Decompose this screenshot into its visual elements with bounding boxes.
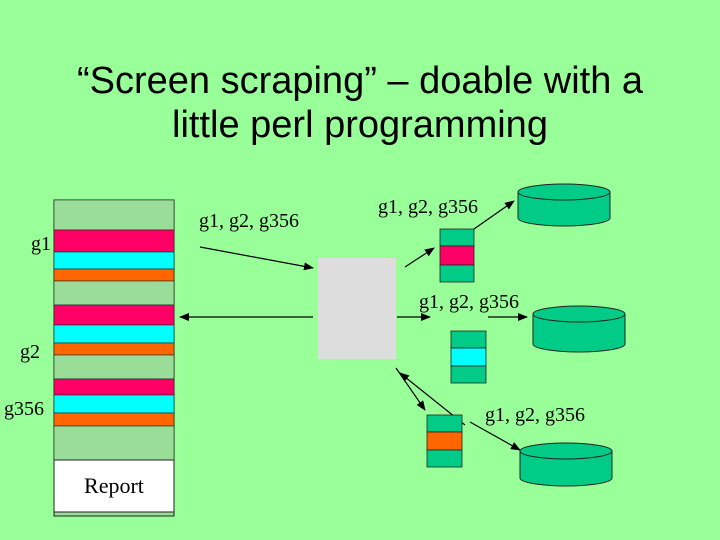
stack-row-plain — [53, 199, 175, 231]
stack-row-plain — [53, 425, 175, 461]
stack-row-cyan — [53, 324, 175, 344]
stack-row-magenta — [53, 229, 175, 253]
scraper-engine-box — [318, 258, 396, 359]
server2-stack — [450, 330, 487, 384]
stack-row-cyan — [53, 394, 175, 414]
g356-label: g356 — [4, 398, 44, 420]
stack-row-magenta — [53, 378, 175, 396]
arrow-to-server1 — [404, 247, 435, 268]
arrow-to-db1 — [473, 200, 515, 230]
slide-title-line-1: “Screen scraping” – doable with a — [76, 60, 644, 102]
request-arrow — [199, 246, 314, 271]
database-cylinder-3 — [519, 442, 613, 487]
arrow-to-db3 — [469, 421, 521, 451]
slide-title-line-2: little perl programming — [172, 104, 548, 146]
g2-label: g2 — [20, 341, 40, 363]
request-label: g1, g2, g356 — [199, 210, 299, 232]
stack-row-orange — [53, 268, 175, 282]
report-stack: Report — [53, 199, 175, 517]
stack-row-orange — [53, 342, 175, 356]
database-cylinder-2 — [532, 305, 626, 353]
stack-row-cyan — [53, 251, 175, 270]
stack-row-magenta — [53, 304, 175, 326]
report-box — [53, 459, 175, 513]
server3-stack — [426, 414, 463, 468]
stack-row-orange — [53, 412, 175, 427]
database-cylinder-1 — [517, 183, 611, 227]
g1-label: g1 — [31, 233, 51, 255]
stack-row-plain — [53, 354, 175, 380]
stack-row-plain — [53, 280, 175, 306]
server1-label: g1, g2, g356 — [378, 196, 478, 218]
server1-stack — [439, 228, 475, 283]
server2-label: g1, g2, g356 — [419, 291, 519, 313]
server3-label: g1, g2, g356 — [485, 404, 585, 426]
report-label: Report — [84, 473, 144, 498]
